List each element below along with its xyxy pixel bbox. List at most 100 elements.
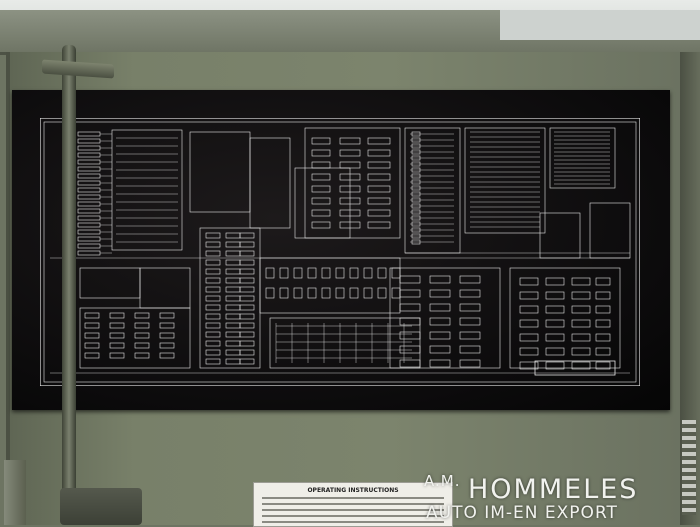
schematic-block xyxy=(225,250,241,257)
schematic-block xyxy=(109,342,125,349)
schematic-block xyxy=(225,286,241,293)
schematic-block xyxy=(311,137,331,145)
schematic-block xyxy=(411,221,421,227)
schematic-block xyxy=(77,152,101,158)
schematic-block xyxy=(519,319,539,328)
schematic-title-block xyxy=(534,360,616,376)
schematic-block xyxy=(77,173,101,179)
schematic-block xyxy=(205,331,221,338)
schematic-block xyxy=(545,319,565,328)
schematic-block xyxy=(239,277,255,284)
schematic-block xyxy=(429,345,451,354)
schematic-block xyxy=(205,295,221,302)
schematic-block xyxy=(377,267,387,279)
schematic-block xyxy=(391,267,401,279)
schematic-block xyxy=(225,331,241,338)
watermark-name: HOMMELES xyxy=(468,474,639,505)
schematic-block xyxy=(339,149,361,157)
schematic-block xyxy=(411,209,421,215)
schematic-block xyxy=(321,267,331,279)
schematic-block xyxy=(367,185,391,193)
schematic-block xyxy=(545,277,565,286)
schematic-block xyxy=(411,239,421,245)
schematic-block xyxy=(571,361,591,370)
schematic-block xyxy=(519,347,539,356)
schematic-block xyxy=(84,332,100,339)
schematic-block xyxy=(459,275,481,284)
schematic-block xyxy=(459,345,481,354)
schematic-block xyxy=(411,167,421,173)
schematic-block xyxy=(239,331,255,338)
schematic-block xyxy=(411,131,421,137)
schematic-block xyxy=(399,275,421,284)
schematic-block xyxy=(429,317,451,326)
schematic-block xyxy=(134,312,150,319)
schematic-block xyxy=(367,197,391,205)
schematic-block xyxy=(411,143,421,149)
schematic-block xyxy=(339,185,361,193)
schematic-block xyxy=(595,305,611,314)
schematic-block xyxy=(459,303,481,312)
rod-bracket xyxy=(60,488,142,525)
schematic-block xyxy=(411,179,421,185)
schematic-block xyxy=(595,347,611,356)
schematic-block xyxy=(519,277,539,286)
schematic-block xyxy=(519,333,539,342)
schematic-block xyxy=(293,267,303,279)
schematic-block xyxy=(411,155,421,161)
schematic-block xyxy=(311,221,331,229)
schematic-block xyxy=(205,304,221,311)
instructions-text-line xyxy=(262,497,444,499)
schematic-block xyxy=(311,149,331,157)
schematic-block xyxy=(77,159,101,165)
schematic-block xyxy=(269,317,421,369)
schematic-block xyxy=(77,145,101,151)
schematic-block xyxy=(77,215,101,221)
schematic-block xyxy=(363,267,373,279)
schematic-block xyxy=(205,286,221,293)
schematic-block xyxy=(205,250,221,257)
wiring-schematic xyxy=(40,118,640,386)
schematic-block xyxy=(399,317,421,326)
schematic-block xyxy=(519,361,539,370)
schematic-block xyxy=(239,322,255,329)
schematic-block xyxy=(539,212,581,259)
schematic-block xyxy=(139,267,191,309)
schematic-block xyxy=(239,304,255,311)
schematic-block xyxy=(411,203,421,209)
operating-instructions-label: OPERATING INSTRUCTIONS xyxy=(253,482,453,527)
schematic-block xyxy=(363,287,373,299)
schematic-block xyxy=(205,268,221,275)
schematic-block xyxy=(225,277,241,284)
schematic-block xyxy=(311,173,331,181)
schematic-block xyxy=(571,319,591,328)
schematic-block xyxy=(429,359,451,368)
schematic-block xyxy=(134,322,150,329)
schematic-block xyxy=(429,275,451,284)
schematic-block xyxy=(239,286,255,293)
schematic-block xyxy=(225,259,241,266)
schematic-block xyxy=(111,129,183,251)
schematic-block xyxy=(239,268,255,275)
schematic-block xyxy=(77,180,101,186)
schematic-block xyxy=(571,347,591,356)
schematic-block xyxy=(595,361,611,370)
schematic-block xyxy=(109,332,125,339)
schematic-block xyxy=(199,227,261,369)
schematic-block xyxy=(225,358,241,365)
schematic-block xyxy=(239,241,255,248)
schematic-block xyxy=(367,149,391,157)
schematic-block xyxy=(77,131,101,137)
schematic-block xyxy=(225,268,241,275)
schematic-block xyxy=(239,259,255,266)
schematic-block xyxy=(411,197,421,203)
schematic-block xyxy=(225,232,241,239)
schematic-block xyxy=(519,305,539,314)
schematic-block xyxy=(294,167,351,239)
schematic-block xyxy=(335,287,345,299)
schematic-block xyxy=(339,221,361,229)
schematic-block xyxy=(205,322,221,329)
schematic-block xyxy=(399,345,421,354)
schematic-block xyxy=(571,291,591,300)
schematic-block xyxy=(571,333,591,342)
